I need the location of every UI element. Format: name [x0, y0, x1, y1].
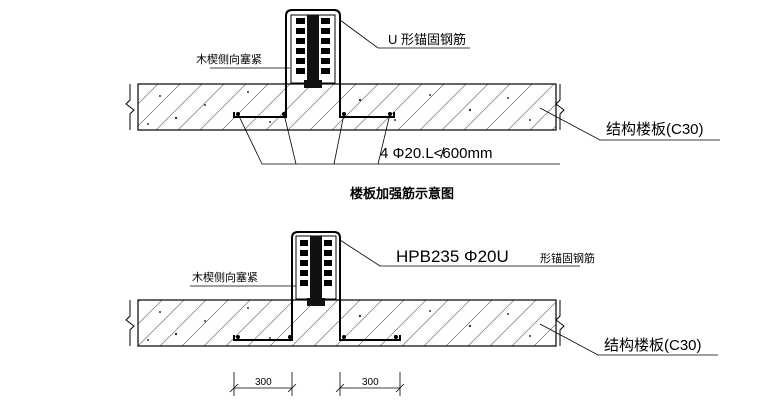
top-wedge-blocks: [296, 18, 330, 74]
bottom-u-bar-right: [339, 300, 401, 341]
top-figure: U 形锚固钢筋 木楔侧向塞紧 结构楼板(C30) 4 Φ20.L≮600mm: [125, 9, 720, 165]
bottom-figure: HPB235 Φ20U 形锚固钢筋 木楔侧向塞紧 结构楼板(C30) 300 3…: [125, 231, 718, 396]
top-center-tube-base: [304, 80, 322, 88]
top-leader-rebar: [237, 113, 560, 165]
top-u-loop: [285, 9, 341, 84]
top-slab: [137, 83, 557, 131]
top-u-bar-left: [233, 84, 287, 118]
diagram-caption: 楼板加强筋示意图: [350, 186, 454, 201]
bottom-label-slab: 结构楼板(C30): [604, 336, 702, 354]
bottom-rebar-dots: [236, 335, 398, 339]
bottom-slab-break-right: [555, 300, 565, 346]
top-slab-break-left: [125, 84, 135, 130]
top-label-anchor: U 形锚固钢筋: [388, 32, 466, 47]
top-label-wedge: 木楔侧向塞紧: [196, 52, 262, 66]
top-leader-anchor: [339, 19, 470, 49]
bottom-dim-right: 300: [362, 377, 379, 388]
top-u-bar-right: [339, 84, 395, 118]
top-slab-aggregate: [147, 91, 531, 125]
bottom-center-tube: [310, 236, 322, 302]
top-label-rebar: 4 Φ20.L≮600mm: [380, 145, 492, 162]
bottom-leader-slab: [539, 323, 718, 356]
bottom-leader-anchor: [339, 239, 580, 267]
top-slab-break-right: [555, 84, 565, 130]
bottom-u-bar-left: [233, 300, 293, 341]
top-leader-slab: [539, 107, 720, 141]
bottom-slab: [137, 299, 557, 347]
bottom-u-loop: [291, 231, 341, 300]
top-label-slab: 结构楼板(C30): [606, 120, 704, 138]
bottom-wedge-blocks: [300, 240, 332, 286]
bottom-label-wedge: 木楔侧向塞紧: [192, 270, 258, 284]
bottom-dim-left: 300: [255, 377, 272, 388]
bottom-slab-break-left: [125, 300, 135, 346]
bottom-center-tube-base: [307, 298, 325, 306]
top-center-tube: [307, 15, 319, 85]
bottom-dimensions: [229, 372, 405, 396]
bottom-label-anchor-code: HPB235 Φ20U: [396, 247, 509, 266]
bottom-label-anchor-text: 形锚固钢筋: [540, 251, 595, 265]
